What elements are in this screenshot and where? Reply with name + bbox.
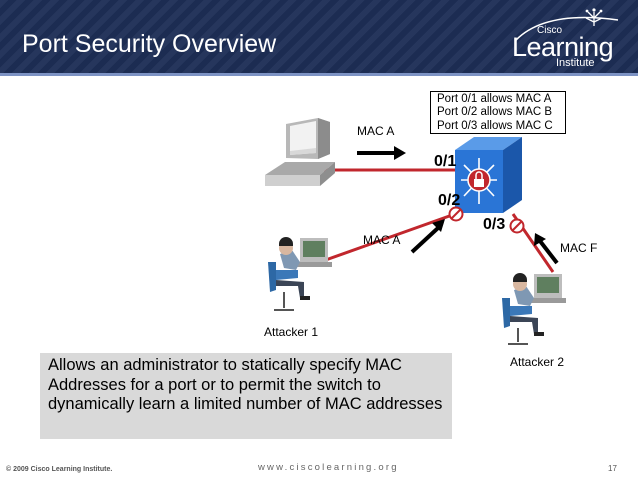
description-box: Allows an administrator to statically sp… [40,353,452,439]
attacker-2-label: Attacker 2 [510,355,565,369]
blocked-port-0-2-icon [448,206,464,222]
slide-header [0,0,638,76]
port-label-0-2: 0/2 [438,192,461,209]
cisco-learning-logo-icon [515,8,619,41]
header-texture [0,0,638,76]
port-label-0-1: 0/1 [434,153,457,170]
port-policy-line: Port 0/1 allows MAC A [437,93,552,105]
switch-icon [455,137,522,213]
footer-url: www.ciscolearning.org [258,462,399,473]
footer-copyright: © 2009 Cisco Learning Institute. [6,466,113,473]
blocked-port-0-3-icon [509,218,525,234]
attacker-1-icon [268,237,332,311]
logo-learning-text: Learning [512,32,614,62]
pc-icon [265,118,335,186]
logo-institute-text: Institute [556,57,595,69]
mac-label-attacker2: MAC F [560,241,598,255]
arrow-attacker2-icon [534,233,559,265]
arrow-attacker1-icon [410,219,445,254]
link-attacker1-switch [319,212,456,264]
arrow-mac-a-icon [357,146,406,160]
logo-cisco-text: Cisco [537,25,563,36]
port-policy-line: Port 0/2 allows MAC B [437,106,553,119]
mac-label-attacker1: MAC A [363,233,401,247]
attacker-2-icon [502,273,566,345]
port-label-0-3: 0/3 [483,216,506,233]
slide-title: Port Security Overview [22,30,277,58]
page-number: 17 [608,464,617,473]
port-policy-box: Port 0/1 allows MAC A Port 0/2 allows MA… [430,91,566,134]
header-accent-line [0,73,638,76]
attacker-1-label: Attacker 1 [264,325,319,339]
mac-label-pc: MAC A [357,124,395,138]
port-policy-line: Port 0/3 allows MAC C [437,119,553,132]
